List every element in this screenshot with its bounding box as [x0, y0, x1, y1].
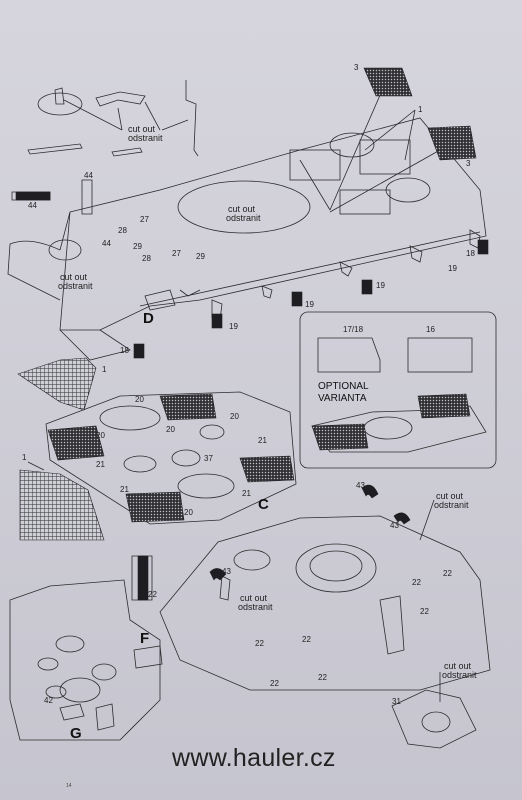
part-22-e: 22 — [255, 639, 264, 648]
part-29-b: 29 — [196, 252, 205, 261]
letter-d: D — [143, 310, 154, 327]
odstranit-label-3: odstranit — [58, 281, 93, 291]
odstranit-label-2: odstranit — [226, 213, 261, 223]
part-18-a: 18 — [466, 249, 475, 258]
part-19-b: 19 — [376, 281, 385, 290]
part-20-b: 20 — [96, 431, 105, 440]
optional-label: OPTIONAL — [318, 381, 369, 392]
part-19-c: 19 — [305, 300, 314, 309]
varianta-label: VARIANTA — [318, 393, 367, 404]
cut-out-label-6: cut out — [444, 661, 472, 671]
part-16: 16 — [426, 325, 435, 334]
cut-out-label-2: cut out — [228, 204, 256, 214]
part-28-a: 28 — [118, 226, 127, 235]
part-19-a: 19 — [448, 264, 457, 273]
part-1-b: 1 — [102, 365, 107, 374]
part-20-d: 20 — [230, 412, 239, 421]
letter-c: C — [258, 496, 269, 513]
odstranit-label-4: odstranit — [434, 500, 469, 510]
part-22-h: 22 — [318, 673, 327, 682]
part-44-b: 44 — [28, 201, 37, 210]
part-31: 31 — [392, 697, 401, 706]
part-27-b: 27 — [172, 249, 181, 258]
part-20-a: 20 — [135, 395, 144, 404]
part-18-b: 18 — [120, 346, 129, 355]
part-29-a: 29 — [133, 242, 142, 251]
part-44-c: 44 — [102, 239, 111, 248]
part-20-c: 20 — [166, 425, 175, 434]
website-url: www.hauler.cz — [172, 744, 336, 772]
rear-plate — [9, 579, 161, 741]
part-37: 37 — [204, 454, 213, 463]
part-28-b: 28 — [142, 254, 151, 263]
odstranit-label-6: odstranit — [442, 670, 477, 680]
letter-f: F — [140, 630, 150, 647]
part-22-a: 22 — [148, 590, 157, 599]
part-1-c: 1 — [22, 453, 27, 462]
part-22-f: 22 — [302, 635, 311, 644]
part-21-d: 21 — [242, 489, 251, 498]
part-22-g: 22 — [270, 679, 279, 688]
part-3-a: 3 — [354, 63, 359, 72]
page-number: 14 — [66, 783, 72, 789]
cut-out-label-1: cut out — [128, 124, 156, 134]
engine-deck-plate — [45, 391, 297, 525]
part-27-a: 27 — [140, 215, 149, 224]
part-21-b: 21 — [258, 436, 267, 445]
part-17-18: 17/18 — [343, 325, 364, 334]
part-43-b: 43 — [390, 521, 399, 530]
part-22-c: 22 — [443, 569, 452, 578]
cut-out-label-5: cut out — [240, 593, 268, 603]
upper-hull-outline — [59, 117, 487, 331]
part-1-a: 1 — [418, 105, 423, 114]
part-44-a: 44 — [84, 171, 93, 180]
part-42: 42 — [44, 696, 53, 705]
cut-out-label-3: cut out — [60, 272, 88, 282]
odstranit-label-1: odstranit — [128, 133, 163, 143]
part-43-a: 43 — [356, 481, 365, 490]
part-43-c: 43 — [222, 567, 231, 576]
lower-hull-outline — [159, 515, 491, 691]
part-19-d: 19 — [229, 322, 238, 331]
part-21-a: 21 — [96, 460, 105, 469]
part-22-b: 22 — [412, 578, 421, 587]
letter-g: G — [70, 725, 82, 742]
odstranit-label-5: odstranit — [238, 602, 273, 612]
part-22-d: 22 — [420, 607, 429, 616]
part-21-c: 21 — [120, 485, 129, 494]
cut-out-label-4: cut out — [436, 491, 464, 501]
part-3-b: 3 — [466, 159, 471, 168]
part-20-e: 20 — [184, 508, 193, 517]
